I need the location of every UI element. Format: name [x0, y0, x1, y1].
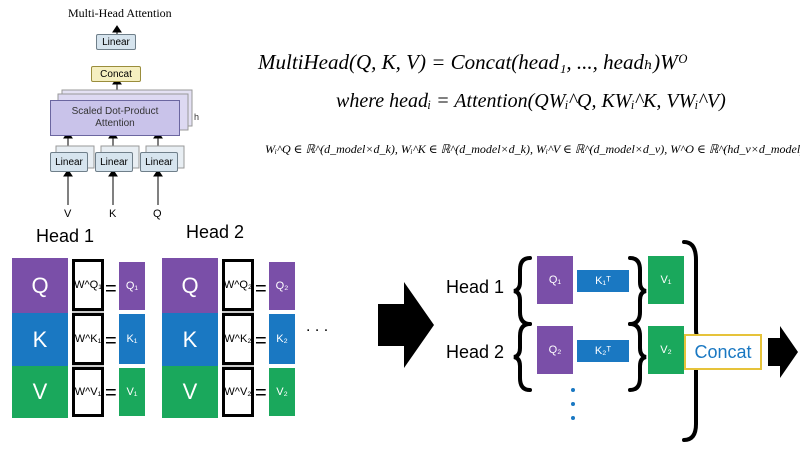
- arch-input-q: Q: [153, 208, 162, 220]
- head1-k-matrix: K: [12, 313, 68, 366]
- head2-eq-v: =: [255, 382, 267, 404]
- arch-sdpa-line1: Scaled Dot-Product: [71, 106, 159, 117]
- arch-title: Multi-Head Attention: [68, 6, 172, 20]
- arch-input-k: K: [109, 208, 117, 220]
- head2-wk: W^K₂: [222, 313, 254, 365]
- head1-k-out: K₁: [119, 314, 145, 364]
- head1-v-matrix: V: [12, 366, 68, 418]
- arch-h-label: h: [194, 112, 200, 122]
- head1-eq-q: =: [105, 278, 117, 300]
- head1-label: Head 1: [36, 226, 95, 246]
- right-q1: Q₁: [537, 256, 573, 304]
- head2-q-matrix: Q: [162, 258, 218, 313]
- formula-line3: Wᵢ^Q ∈ ℝ^(d_model×d_k), Wᵢ^K ∈ ℝ^(d_mode…: [265, 142, 800, 156]
- head1-eq-k: =: [105, 330, 117, 352]
- big-arrow-icon: [378, 282, 434, 368]
- head2-k-out: K₂: [269, 314, 295, 364]
- right-head1-label: Head 1: [446, 277, 505, 297]
- head1-eq-v: =: [105, 382, 117, 404]
- head2-k-matrix: K: [162, 313, 218, 366]
- right-v2: V₂: [648, 326, 684, 374]
- arch-input-v: V: [64, 208, 72, 220]
- formula-line2: where headᵢ = Attention(QWᵢ^Q, KWᵢ^K, VW…: [336, 90, 726, 112]
- head2-wv: W^V₂: [222, 367, 254, 417]
- arch-linear-q: Linear: [140, 152, 178, 172]
- head1-q-out: Q₁: [119, 262, 145, 310]
- right-concat-box: Concat: [684, 334, 762, 370]
- head2-eq-q: =: [255, 278, 267, 300]
- head2-label: Head 2: [186, 222, 245, 242]
- formula-line1: MultiHead(Q, K, V) = Concat(head₁, ..., …: [258, 50, 688, 74]
- heads-ellipsis: . . .: [306, 318, 329, 335]
- right-q2: Q₂: [537, 326, 573, 374]
- arch-concat: Concat: [91, 66, 141, 82]
- right-k2t: K₂ᵀ: [577, 340, 629, 362]
- head2-wq: W^Q₂: [222, 259, 254, 311]
- head1-wv: W^V₁: [72, 367, 104, 417]
- head2-eq-k: =: [255, 330, 267, 352]
- head1-q-matrix: Q: [12, 258, 68, 313]
- head1-v-out: V₁: [119, 368, 145, 416]
- output-arrow-icon: [768, 326, 798, 378]
- head2-q-out: Q₂: [269, 262, 295, 310]
- arch-sdpa-line2: Attention: [95, 118, 135, 129]
- right-k1t: K₁ᵀ: [577, 270, 629, 292]
- arch-linear-top: Linear: [96, 34, 136, 50]
- right-v1: V₁: [648, 256, 684, 304]
- head1-wq: W^Q₁: [72, 259, 104, 311]
- arch-sdpa: Scaled Dot-Product Attention: [50, 100, 180, 136]
- head2-v-out: V₂: [269, 368, 295, 416]
- right-head2-label: Head 2: [446, 342, 505, 362]
- vertical-ellipsis: [571, 388, 577, 436]
- head1-wk: W^K₁: [72, 313, 104, 365]
- head2-v-matrix: V: [162, 366, 218, 418]
- arch-linear-k: Linear: [95, 152, 133, 172]
- arch-linear-v: Linear: [50, 152, 88, 172]
